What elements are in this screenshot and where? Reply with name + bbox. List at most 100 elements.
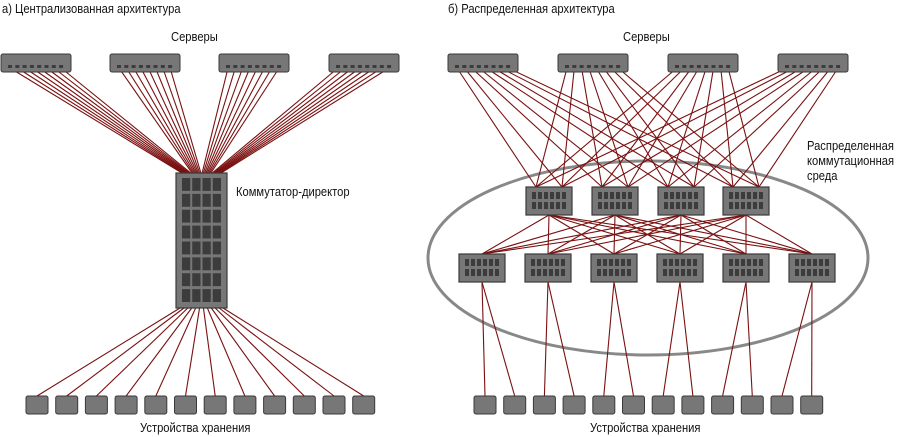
switch-port: [555, 269, 559, 276]
server-to-director-link: [216, 67, 368, 174]
server-to-director-link: [133, 67, 196, 174]
server-port: [240, 65, 245, 68]
server-port: [579, 65, 584, 68]
switch-port: [531, 269, 535, 276]
server-to-director-link: [38, 67, 188, 174]
director-to-storage-link: [36, 307, 181, 397]
server-port: [37, 65, 42, 68]
server-to-director-link: [202, 67, 236, 174]
switch-port: [807, 259, 811, 266]
switch-port: [622, 192, 626, 199]
switch-port: [676, 202, 680, 209]
server-body: [109, 53, 181, 73]
server-port: [247, 65, 252, 68]
fabric-interswitch-link: [613, 214, 747, 255]
switch-port: [202, 225, 211, 239]
nodes-layer: [0, 53, 849, 415]
switch-port: [598, 202, 602, 209]
server-to-fabric-link: [610, 67, 734, 188]
fabric-to-storage-link: [745, 281, 753, 397]
server-port: [616, 65, 621, 68]
director-to-storage-link: [210, 307, 276, 397]
server-port: [22, 65, 27, 68]
server-to-fabric-link: [732, 67, 832, 188]
fabric-top-switch: [525, 186, 573, 216]
switch-body: [524, 253, 572, 283]
fabric-interswitch-link: [679, 214, 747, 255]
panel-b-server: [777, 53, 849, 73]
server-to-fabric-link: [507, 67, 760, 188]
panel-b-storage-device: [622, 395, 645, 415]
panel-b-storage-label: Устройства хранения: [590, 420, 701, 435]
server-port: [711, 65, 716, 68]
fabric-top-switch: [722, 186, 770, 216]
fabric-interswitch-link: [481, 214, 682, 255]
server-port: [476, 65, 481, 68]
switch-port: [694, 202, 698, 209]
panel-a-server: [109, 53, 181, 73]
panel-a-storage-device: [322, 395, 346, 415]
switch-port: [537, 259, 541, 266]
director-to-storage-link: [206, 307, 246, 397]
server-port: [269, 65, 274, 68]
switch-port: [192, 225, 201, 239]
server-port: [153, 65, 158, 68]
switch-port: [681, 269, 685, 276]
switch-port: [813, 259, 817, 266]
switch-port: [681, 259, 685, 266]
fabric-top-switch: [591, 186, 639, 216]
switch-port: [212, 225, 221, 239]
server-to-fabric-link: [493, 67, 695, 188]
server-to-fabric-link: [485, 67, 669, 188]
server-port: [608, 65, 613, 68]
switch-port: [669, 259, 673, 266]
switch-port: [735, 192, 739, 199]
server-port: [59, 65, 64, 68]
switch-port: [741, 259, 745, 266]
switch-port: [664, 192, 668, 199]
server-port: [29, 65, 34, 68]
fabric-to-storage-link: [603, 281, 615, 397]
switch-port: [471, 259, 475, 266]
switch-port: [465, 269, 469, 276]
server-port: [168, 65, 173, 68]
director-to-storage-link: [184, 307, 201, 397]
switch-port: [610, 202, 614, 209]
panel-a-title: а) Централизованная архитектура: [2, 1, 181, 16]
server-port: [469, 65, 474, 68]
switch-port: [192, 193, 201, 207]
panel-b-storage-device: [503, 395, 527, 415]
switch-port: [621, 259, 625, 266]
switch-port: [182, 193, 191, 207]
switch-port: [687, 259, 691, 266]
server-port: [372, 65, 377, 68]
panel-a-server: [218, 53, 290, 73]
switch-body: [722, 253, 770, 283]
switch-port: [543, 259, 547, 266]
server-to-director-link: [118, 67, 193, 174]
switch-port: [741, 202, 745, 209]
switch-port: [202, 257, 211, 271]
switch-port: [759, 269, 763, 276]
switch-port: [549, 269, 553, 276]
server-to-fabric-link: [667, 67, 707, 188]
switch-port: [687, 269, 691, 276]
panel-b-storage-device: [711, 395, 735, 415]
fabric-to-storage-link: [781, 281, 813, 397]
switch-port: [537, 269, 541, 276]
director-to-storage-link: [66, 307, 185, 397]
switch-port: [538, 202, 542, 209]
switch-port: [489, 259, 493, 266]
switch-port: [663, 259, 667, 266]
server-port: [262, 65, 267, 68]
panel-b-storage-device: [800, 395, 824, 415]
switch-port: [795, 259, 799, 266]
server-body: [218, 53, 290, 73]
fabric-label-line-2: коммутационная: [807, 153, 895, 168]
switch-port: [819, 269, 823, 276]
switch-port: [555, 259, 559, 266]
switch-port: [192, 241, 201, 255]
director-to-storage-link: [214, 307, 305, 397]
fabric-bottom-switch: [656, 253, 704, 283]
